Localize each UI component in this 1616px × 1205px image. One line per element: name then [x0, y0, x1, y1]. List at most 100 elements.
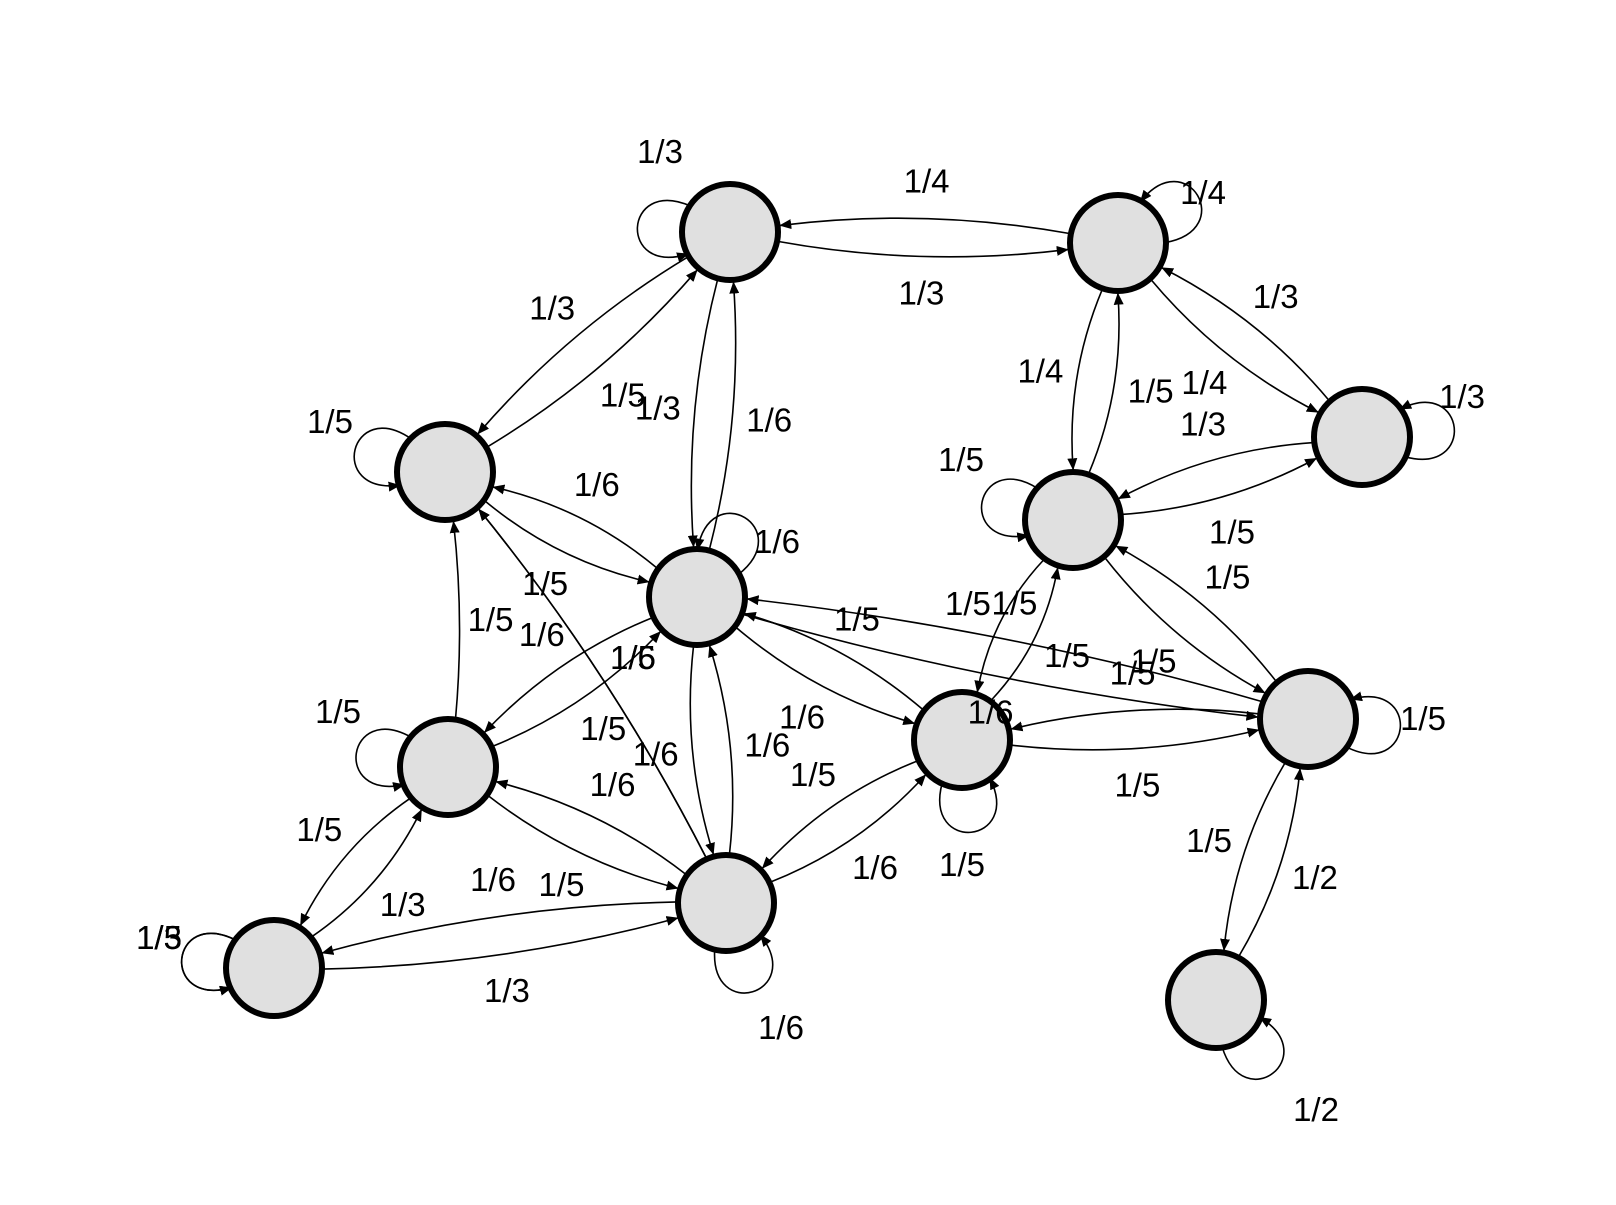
self-loop-label: 1/5: [939, 846, 985, 883]
edge-label: 1/5: [600, 376, 646, 413]
edge-arrow: [1220, 761, 1287, 951]
edge-arrow: [761, 759, 919, 869]
edge-label: 1/5: [834, 601, 880, 638]
edge-arrow: [1103, 556, 1266, 694]
edge-label: 1/3: [635, 389, 681, 426]
edge-arrow: [1010, 727, 1260, 751]
edge-arrow: [487, 794, 679, 891]
edge-arrow: [687, 278, 719, 548]
self-loop-label: 1/5: [1400, 700, 1446, 737]
edge-label: 1/5: [1044, 637, 1090, 674]
edge-arrow: [1087, 292, 1124, 475]
self-loop-label: 1/5: [315, 693, 361, 730]
edge-label: 1/5: [580, 710, 626, 747]
edge-arrow: [299, 797, 411, 926]
edge-label: 1/6: [744, 727, 790, 764]
self-loop-arrow: [713, 934, 774, 994]
self-loop-arrow: [636, 199, 691, 263]
edge-label: 1/5: [522, 565, 568, 602]
edge-arrow: [321, 901, 678, 955]
edge-label: 1/6: [746, 402, 792, 439]
edge-label: 1/5: [790, 756, 836, 793]
self-loop-arrow: [980, 478, 1039, 543]
edge-label: 1/6: [633, 735, 679, 772]
edge-label: 1/3: [380, 886, 426, 923]
edge-label: 1/3: [898, 274, 944, 311]
edge-label: 1/4: [904, 163, 950, 200]
edge-arrow: [708, 645, 734, 855]
edge-arrow: [322, 916, 679, 970]
self-loop-label: 1/4: [1180, 174, 1226, 211]
self-loop-label: 1/5: [938, 441, 984, 478]
self-loop-arrow: [180, 932, 237, 996]
edge-arrow: [311, 809, 423, 938]
edge-arrow: [779, 217, 1071, 235]
state-node: [1257, 668, 1359, 770]
self-loop-arrow: [353, 427, 412, 492]
state-node: [679, 181, 781, 283]
self-loop-label: 1/6: [758, 1009, 804, 1046]
self-loop-arrow: [1399, 399, 1456, 460]
edge-arrow: [746, 595, 1263, 703]
edge-arrow: [689, 645, 715, 855]
edge-arrow: [491, 631, 661, 748]
self-loop-arrow: [1140, 180, 1203, 244]
edge-arrow: [495, 779, 687, 876]
edge-label: 1/2: [1292, 859, 1338, 896]
edge-label: 1/4: [1017, 353, 1063, 390]
edge-label: 1/6: [574, 466, 620, 503]
state-node: [675, 852, 777, 954]
edge-label: 1/5: [1186, 822, 1232, 859]
edge-label: 1/6: [590, 766, 636, 803]
state-node: [1311, 386, 1413, 488]
edge-arrow: [1237, 768, 1304, 958]
edge-label: 1/5: [945, 585, 991, 622]
edge-label: 1/5: [992, 584, 1038, 621]
edge-arrow: [734, 626, 916, 726]
edge-label: 1/5: [468, 601, 514, 638]
edge-arrow: [492, 484, 659, 570]
self-loop-arrow: [1221, 1016, 1285, 1080]
edge-arrow: [1161, 267, 1331, 402]
edge-label: 1/6: [779, 698, 825, 735]
edge-label: 1/5: [1131, 643, 1177, 680]
edge-label: 1/4: [1181, 364, 1227, 401]
edge-label: 1/3: [1253, 278, 1299, 315]
self-loop-label: 1/5: [136, 919, 182, 956]
node-layer: [223, 181, 1413, 1051]
edge-label: 1/6: [519, 616, 565, 653]
edge-label: 1/6: [968, 694, 1014, 731]
edge-arrow: [1117, 441, 1314, 500]
edge-label: 1/5: [1114, 766, 1160, 803]
state-node: [911, 689, 1013, 791]
state-node: [394, 421, 496, 523]
self-loop-label: 1/3: [1439, 378, 1485, 415]
state-node: [1022, 469, 1124, 571]
self-loop-arrow: [694, 512, 760, 575]
self-loop-label: 1/2: [1293, 1091, 1339, 1128]
edge-arrow: [708, 281, 740, 551]
edge-label: 1/5: [296, 811, 342, 848]
edge-arrow: [477, 256, 689, 435]
edge-arrow: [743, 611, 925, 711]
edge-arrow: [990, 567, 1061, 702]
edge-label: 1/3: [1180, 405, 1226, 442]
edge-arrow: [483, 499, 650, 585]
edge-label: 1/5: [610, 639, 656, 676]
edge-label: 1/3: [484, 972, 530, 1009]
state-node: [1067, 192, 1169, 294]
edge-label: 1/6: [852, 849, 898, 886]
self-loop-arrow: [355, 728, 412, 792]
edge-arrow: [1010, 708, 1260, 732]
state-node: [646, 546, 748, 648]
edge-arrow: [974, 558, 1045, 693]
edge-label: 1/5: [539, 866, 585, 903]
edge-arrow: [769, 774, 927, 884]
edge-arrow: [1121, 457, 1318, 516]
self-loop-arrow: [1345, 691, 1402, 755]
state-node: [397, 716, 499, 818]
edge-label: 1/6: [470, 861, 516, 898]
edge-label: 1/3: [529, 290, 575, 327]
